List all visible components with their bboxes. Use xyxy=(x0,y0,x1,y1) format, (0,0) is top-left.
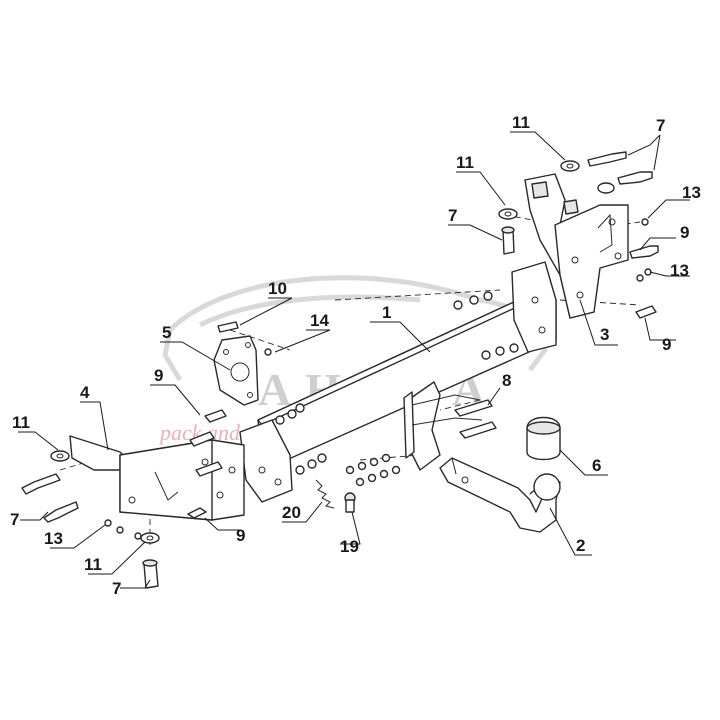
callout-2: 2 xyxy=(576,536,585,555)
part-2-ball-neck xyxy=(439,457,561,533)
part-8-center-plate xyxy=(403,381,483,471)
callout-8: 8 xyxy=(502,371,511,390)
bolt-7-left-upper xyxy=(21,473,61,495)
callout-11-top: 11 xyxy=(512,113,530,132)
washer-11-top xyxy=(560,160,580,172)
washer-11-left xyxy=(50,450,70,462)
callout-11-left: 11 xyxy=(12,413,30,432)
callout-1: 1 xyxy=(382,303,391,322)
part-6-ball-cap xyxy=(526,416,561,461)
callout-11-bottom: 11 xyxy=(84,555,102,574)
callout-19: 19 xyxy=(340,537,359,556)
washer-11-right xyxy=(498,208,518,220)
callout-9-right-lower: 9 xyxy=(662,335,671,354)
part-20-spring xyxy=(315,479,335,509)
callout-13-right-lower: 13 xyxy=(670,261,689,280)
part-1-crossbar xyxy=(239,261,557,503)
callout-7-top: 7 xyxy=(656,116,665,135)
callout-9-left: 9 xyxy=(154,366,163,385)
callout-9-right-upper: 9 xyxy=(680,223,689,242)
callout-11-right: 11 xyxy=(456,153,474,172)
callout-9-lower: 9 xyxy=(236,526,245,545)
part-4-left-bracket xyxy=(69,435,245,521)
washer-11-bottom xyxy=(140,532,160,544)
callout-7-bottom: 7 xyxy=(112,579,121,598)
callout-10: 10 xyxy=(268,279,287,298)
callout-7-right: 7 xyxy=(448,206,457,225)
callout-13-right-upper: 13 xyxy=(682,183,701,202)
callout-14: 14 xyxy=(310,311,329,330)
callout-5: 5 xyxy=(162,323,171,342)
bolt-7-bottom xyxy=(143,563,159,589)
callout-6: 6 xyxy=(592,456,601,475)
watermark-car-outline xyxy=(162,275,548,382)
callout-13-left: 13 xyxy=(44,529,63,548)
callout-20: 20 xyxy=(282,503,301,522)
part-3-right-bracket xyxy=(524,173,629,319)
fasteners xyxy=(21,151,659,589)
part-19-bolt xyxy=(344,492,356,513)
part-5-socket-plate xyxy=(213,335,259,406)
bolt-7-left-lower xyxy=(43,501,79,523)
image-credit: allegro.pl xyxy=(8,703,53,715)
callouts: 1 2 3 4 5 6 7 7 7 7 8 9 9 9 9 10 11 11 1… xyxy=(10,113,701,598)
leader-lines xyxy=(18,131,690,589)
callout-7-left: 7 xyxy=(10,510,19,529)
callout-4: 4 xyxy=(80,383,90,402)
callout-3: 3 xyxy=(600,325,609,344)
